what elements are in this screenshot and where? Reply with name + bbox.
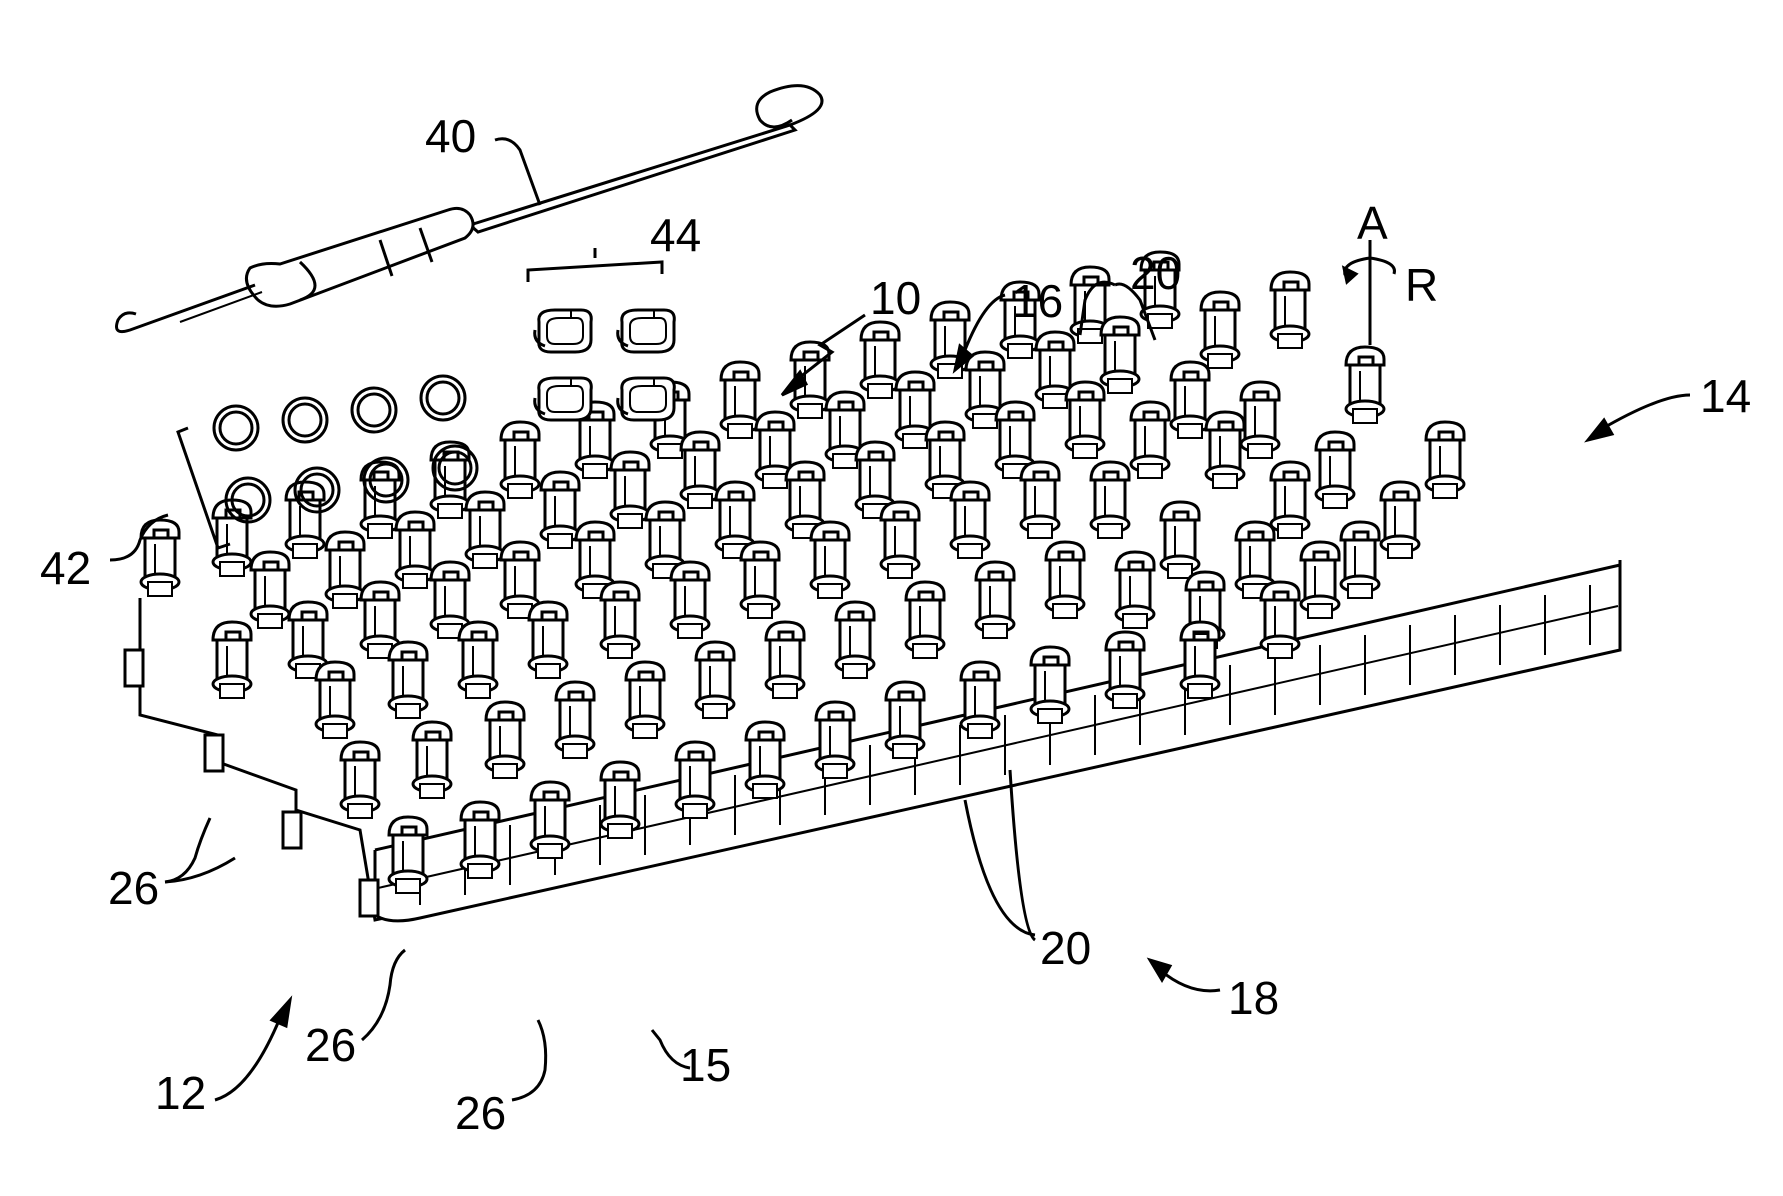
label-26-a: 26 — [108, 865, 159, 911]
loom-board — [125, 252, 1620, 921]
label-42: 42 — [40, 545, 91, 591]
label-20-bottom: 20 — [1040, 925, 1091, 971]
label-16: 16 — [1012, 278, 1063, 324]
label-26-c: 26 — [455, 1090, 506, 1136]
label-axis-R: R — [1405, 262, 1438, 308]
label-44: 44 — [650, 212, 701, 258]
label-20-top: 20 — [1130, 250, 1181, 296]
label-18: 18 — [1228, 975, 1279, 1021]
label-14: 14 — [1700, 373, 1751, 419]
c-clips — [528, 262, 674, 420]
label-15: 15 — [680, 1042, 731, 1088]
label-40: 40 — [425, 113, 476, 159]
axis-indicator — [1344, 240, 1395, 345]
label-10: 10 — [870, 275, 921, 321]
label-26-b: 26 — [305, 1022, 356, 1068]
label-axis-A: A — [1357, 200, 1388, 246]
label-12: 12 — [155, 1070, 206, 1116]
